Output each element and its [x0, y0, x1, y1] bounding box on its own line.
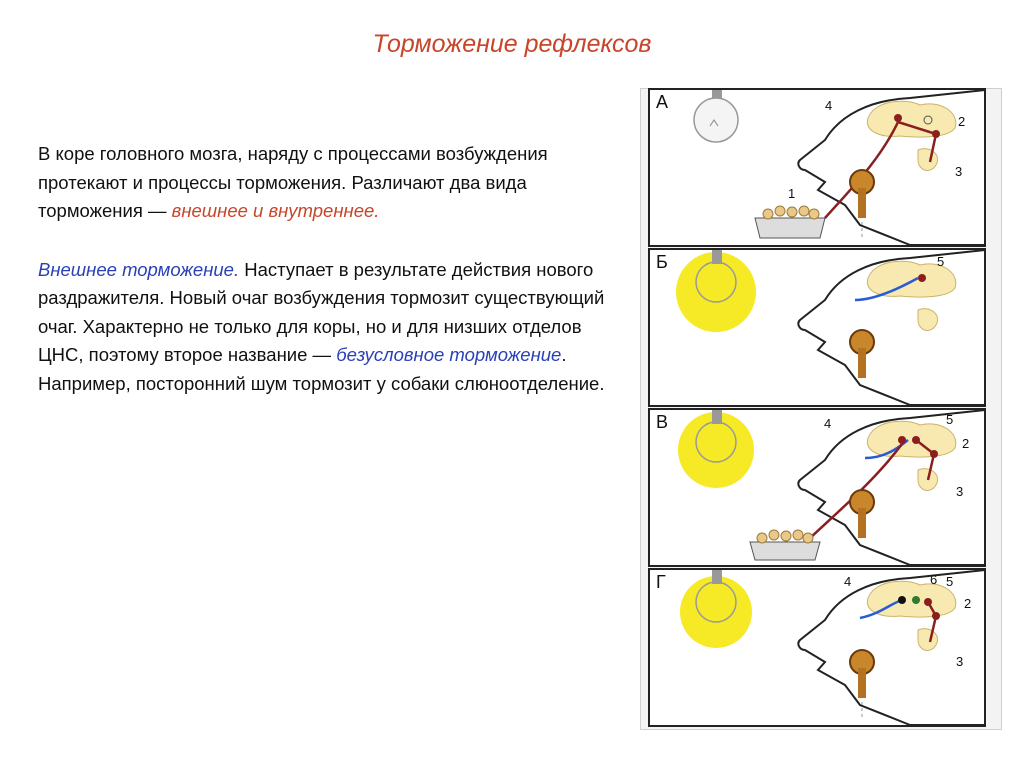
food-bowl-icon [754, 217, 826, 239]
brain [866, 100, 957, 138]
brain-center-circle [923, 115, 933, 125]
cannula-tube [858, 668, 866, 698]
brain-center-dot [912, 596, 920, 604]
panel-a-drawing [693, 90, 984, 245]
panel-a-num-3: 3 [955, 164, 963, 179]
panel-v: В 4 5 2 3 [648, 408, 986, 567]
panel-v-num-5: 5 [946, 412, 954, 427]
panel-v-num-3: 3 [956, 484, 964, 499]
panel-g-num-3: 3 [956, 654, 964, 669]
brain-center-dot [894, 114, 902, 122]
brain [866, 580, 957, 618]
brain [866, 420, 957, 458]
paragraph-intro: В коре головного мозга, наряду с процесс… [38, 140, 623, 226]
cannula-tube [858, 508, 866, 538]
panel-v-label: В [656, 412, 669, 432]
panel-v-num-4: 4 [824, 416, 832, 431]
brain-center-dot [898, 436, 906, 444]
bulb-lit-icon [676, 250, 756, 332]
panel-a: А 4 2 3 1 [648, 88, 986, 247]
panel-b-label: Б [656, 252, 668, 272]
intro-text: В коре головного мозга, наряду с процесс… [38, 143, 548, 221]
unconditioned-inhibition-term: безусловное торможение [336, 344, 562, 365]
panel-g-label: Г [656, 572, 666, 592]
bulb-unlit-icon [693, 90, 739, 143]
panel-g: Г 4 6 5 2 3 [648, 568, 986, 727]
panel-g-num-6: 6 [930, 572, 938, 587]
panel-g-num-4: 4 [844, 574, 852, 589]
paragraph-external: Внешнее торможение. Наступает в результа… [38, 256, 623, 399]
panel-g-drawing [680, 570, 984, 725]
cannula-tube [858, 348, 866, 378]
bulb-lit-icon [678, 410, 754, 488]
panel-b-drawing [676, 250, 984, 405]
panel-g-num-5: 5 [946, 574, 954, 589]
brain [866, 260, 957, 298]
slide-title: Торможение рефлексов [372, 30, 652, 58]
inhibition-center-dot [898, 596, 906, 604]
panel-g-num-2: 2 [964, 596, 972, 611]
cannula-tube [858, 188, 866, 218]
panel-a-num-4: 4 [825, 98, 833, 113]
inhibition-types: внешнее и внутреннее. [171, 200, 380, 221]
panel-b: Б 5 [648, 248, 986, 407]
panel-a-label: А [656, 92, 669, 112]
external-text-2: . Например, посторонний шум тормозит у с… [38, 344, 605, 394]
panel-a-num-1: 1 [788, 186, 796, 201]
brain-center-dot [918, 274, 926, 282]
slide-text: В коре головного мозга, наряду с процесс… [38, 140, 623, 398]
nerve-red [926, 601, 938, 643]
bulb-lit-icon [680, 570, 752, 648]
food-bowl-icon [749, 541, 821, 561]
salivary-gland [917, 308, 938, 331]
panel-b-num-5: 5 [937, 254, 945, 269]
nerve-blue [854, 276, 919, 302]
external-text-1: Наступает в результате действия нового р… [38, 258, 605, 366]
panel-v-num-2: 2 [962, 436, 970, 451]
external-inhibition-term: Внешнее торможение. [38, 258, 240, 280]
panel-v-drawing [678, 410, 984, 565]
panel-a-num-2: 2 [958, 114, 966, 129]
